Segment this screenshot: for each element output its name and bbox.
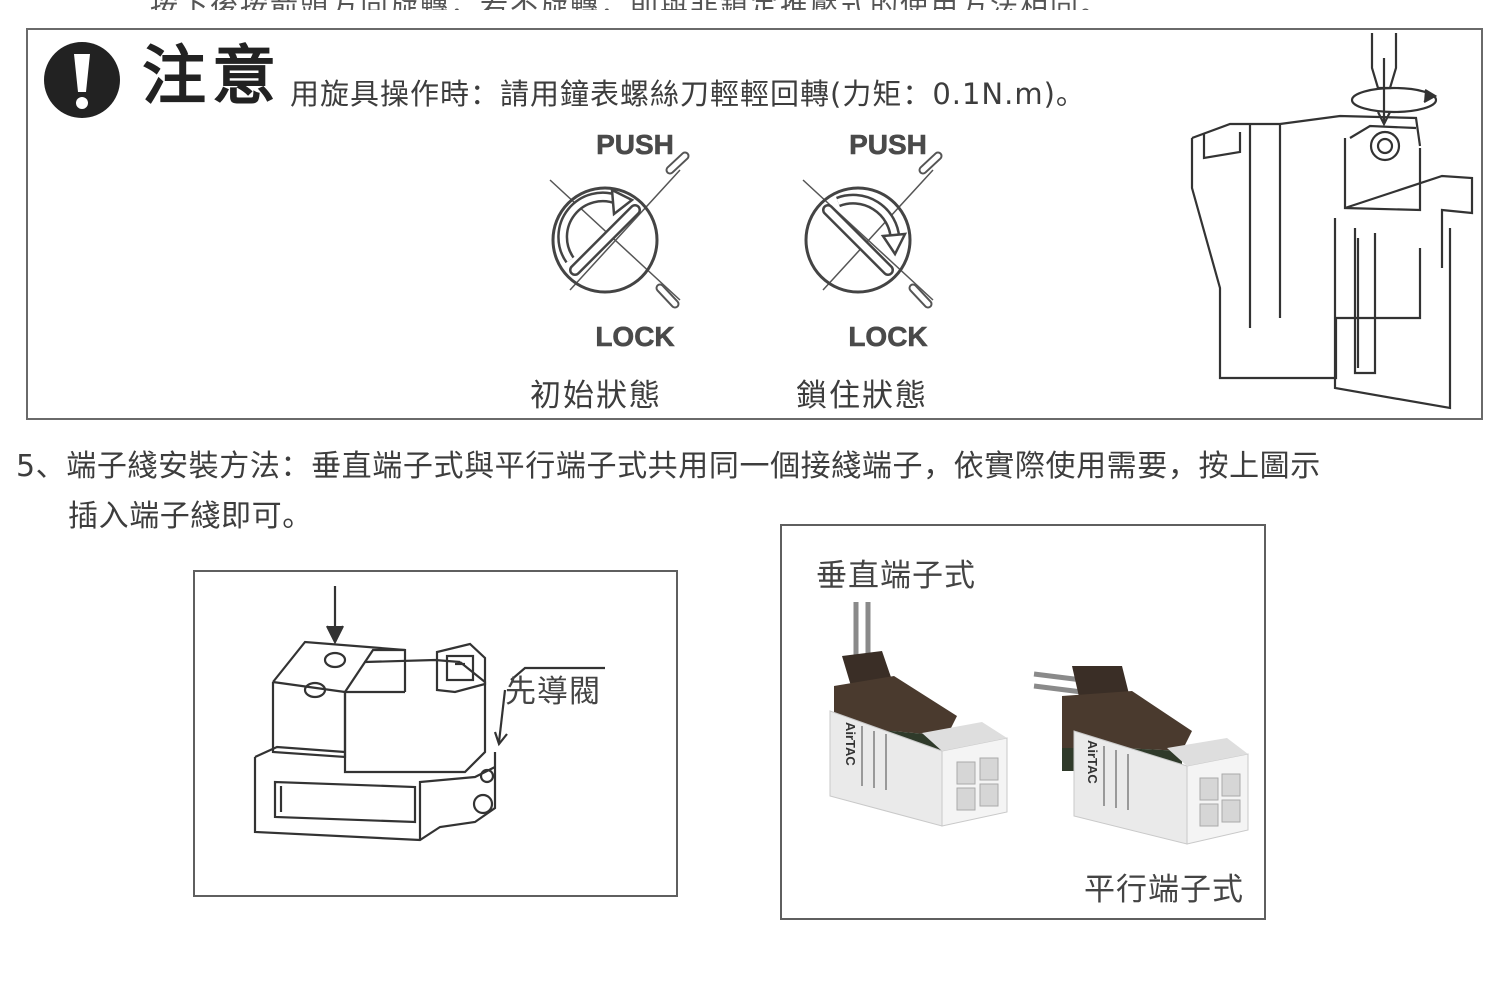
- step5-line2: 插入端子綫即可。: [68, 499, 313, 534]
- step5-instruction: 5、端子綫安裝方法：垂直端子式與平行端子式共用同一個接綫端子，依實際使用需要，按…: [16, 442, 1486, 542]
- caution-title: 注意: [142, 40, 282, 114]
- push-label: PUSH: [849, 129, 927, 160]
- pilot-valve-screwdriver-illustration: [1190, 33, 1474, 410]
- solenoid-valve-illustration: [253, 586, 605, 842]
- state-caption-locked: 鎖住狀態: [796, 378, 928, 414]
- brand-label: AirTAC: [843, 722, 858, 766]
- lock-diagram-initial: PUSH LOCK: [549, 129, 690, 352]
- lock-label: LOCK: [595, 321, 674, 352]
- step5-line1: 5、端子綫安裝方法：垂直端子式與平行端子式共用同一個接綫端子，依實際使用需要，按…: [16, 449, 1321, 484]
- terminal-products-photo: AirTAC AirTAC: [829, 602, 1249, 845]
- brand-label: AirTAC: [1085, 740, 1100, 784]
- vertical-terminal-label: 垂直端子式: [816, 558, 976, 594]
- pilot-valve-callout: 先導閥: [505, 674, 601, 710]
- exclamation-icon: [44, 42, 120, 118]
- caution-box: [26, 28, 1483, 420]
- state-caption-initial: 初始狀態: [530, 378, 662, 414]
- pilot-valve-figure: 先導閥: [193, 570, 678, 897]
- caution-instruction: 用旋具操作時：請用鐘表螺絲刀輕輕回轉(力矩：0.1N.m)。: [290, 77, 1086, 111]
- lock-label: LOCK: [848, 321, 927, 352]
- terminal-types-figure: 垂直端子式 AirTAC: [780, 524, 1266, 920]
- previous-step-text: 按下後按箭頭方向旋轉，若不旋轉，則與非鎖定推壓式的使用方法相同。: [150, 0, 1350, 10]
- push-label: PUSH: [596, 129, 674, 160]
- parallel-terminal-label: 平行端子式: [1084, 872, 1244, 908]
- lock-diagram-locked: PUSH LOCK: [802, 129, 943, 352]
